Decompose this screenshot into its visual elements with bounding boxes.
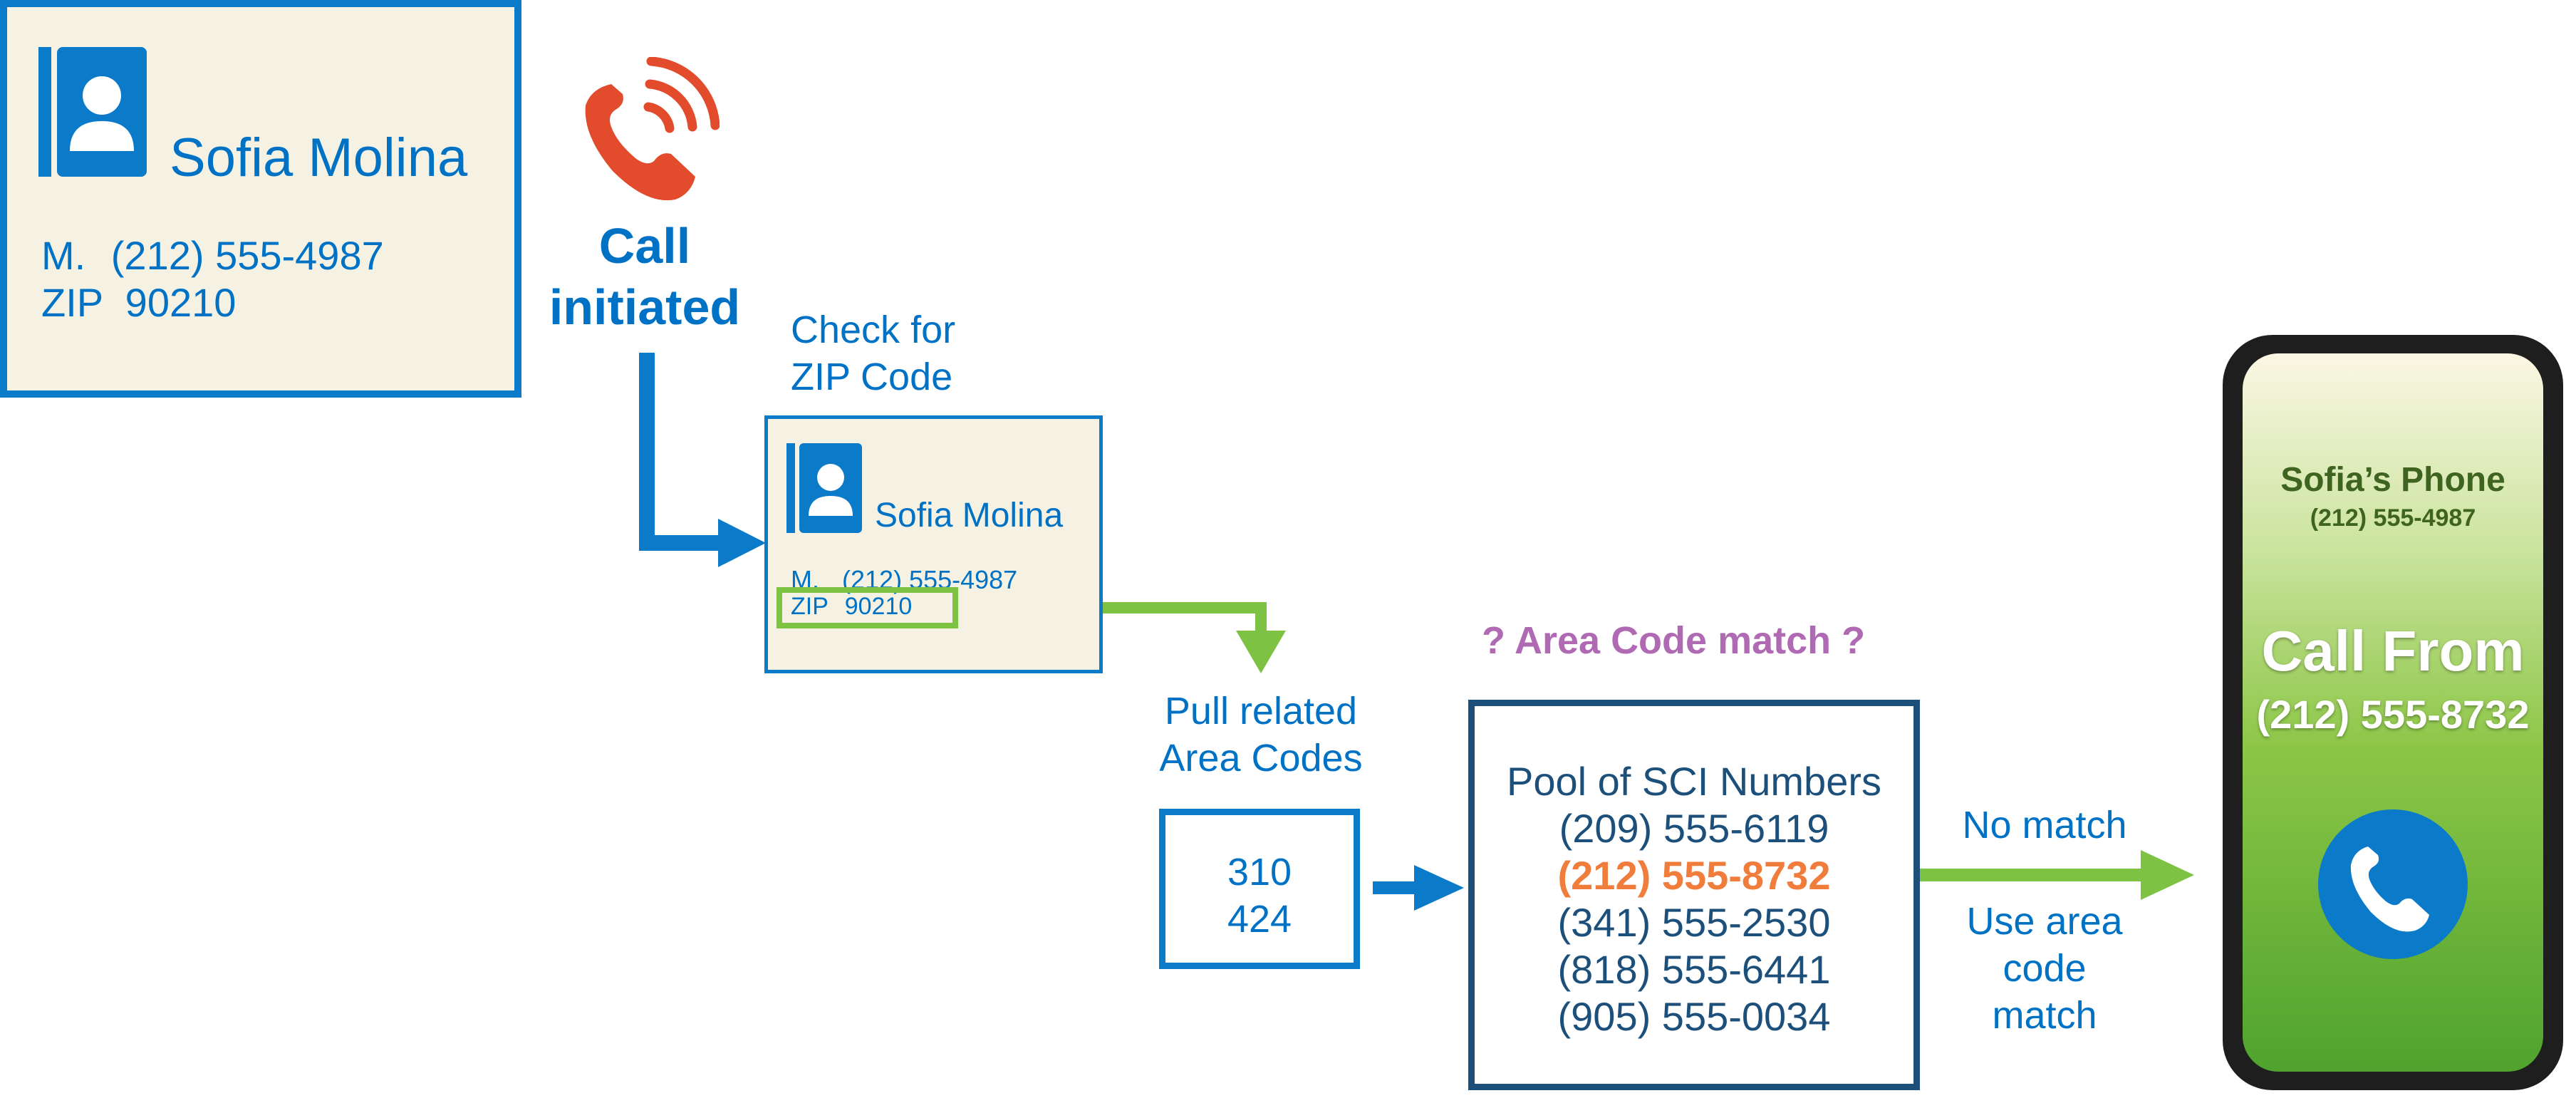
sci-pool-box: Pool of SCI Numbers (209) 555-6119 (212)… xyxy=(1468,700,1920,1090)
phone-owner: Sofia’s Phone xyxy=(2280,461,2505,499)
small-contact-card: Sofia Molina M. (212) 555-4987 ZIP 90210 xyxy=(764,415,1103,673)
arrow-pool-to-phone-head xyxy=(2141,850,2194,900)
area-codes-box: 310 424 xyxy=(1159,809,1360,969)
small-contact-zip-row: ZIP 90210 xyxy=(791,593,912,621)
phone-owner-number: (212) 555-4987 xyxy=(2310,504,2476,532)
phone-handset-icon xyxy=(2350,846,2429,932)
contact-zip-row: ZIP 90210 xyxy=(41,279,236,326)
call-initiated-line2: initiated xyxy=(549,279,741,335)
sci-number-match: (212) 555-8732 xyxy=(1557,853,1831,898)
pull-codes-label: Pull related Area Codes xyxy=(1126,688,1396,782)
use-area-line2: code xyxy=(2003,947,2087,990)
no-match-label: No match xyxy=(1962,804,2127,846)
zip-value: 90210 xyxy=(125,280,237,325)
phone-ringing-icon xyxy=(585,57,720,201)
area-code-item: 310 xyxy=(1227,851,1292,894)
contact-book-icon xyxy=(38,47,147,177)
call-initiated-label: Call initiated xyxy=(527,215,762,338)
caller-number: (212) 555-8732 xyxy=(2256,692,2530,737)
arrow-zip-to-pull-head xyxy=(1236,631,1286,673)
check-zip-line1: Check for xyxy=(791,309,956,351)
answer-call-button[interactable] xyxy=(2318,809,2468,959)
mobile-label: M. xyxy=(41,233,86,278)
zip-highlight-box xyxy=(777,587,958,628)
contact-name: Sofia Molina xyxy=(170,128,468,188)
phone-device: Sofia’s Phone (212) 555-4987 Call From (… xyxy=(2223,335,2563,1090)
pull-codes-line1: Pull related xyxy=(1164,690,1358,732)
check-zip-line2: ZIP Code xyxy=(791,356,953,398)
sci-number: (209) 555-6119 xyxy=(1559,806,1829,851)
area-code-match-heading: ? Area Code match ? xyxy=(1482,619,1866,662)
call-initiated-line1: Call xyxy=(598,218,691,274)
sci-number: (341) 555-2530 xyxy=(1557,900,1831,945)
small-zip-value: 90210 xyxy=(844,593,913,620)
sci-number: (818) 555-6441 xyxy=(1557,947,1831,992)
use-area-label: Use area code match xyxy=(1916,898,2173,1039)
mobile-number: (212) 555-4987 xyxy=(110,233,384,278)
arrow-codes-to-pool-head xyxy=(1414,865,1464,911)
small-zip-label: ZIP xyxy=(791,593,829,620)
contact-card: Sofia Molina M. (212) 555-4987 ZIP 90210 xyxy=(0,0,521,398)
contact-book-icon-small xyxy=(786,443,862,533)
check-zip-label: Check for ZIP Code xyxy=(791,306,955,400)
use-area-line3: match xyxy=(1992,994,2097,1037)
arrow-call-to-card xyxy=(639,353,720,551)
area-code-item: 424 xyxy=(1227,898,1292,941)
arrow-call-to-card-head xyxy=(718,519,766,567)
zip-label: ZIP xyxy=(41,280,103,325)
use-area-line1: Use area xyxy=(1966,900,2123,943)
sci-number: (905) 555-0034 xyxy=(1557,994,1831,1039)
sci-pool-title: Pool of SCI Numbers xyxy=(1507,759,1881,804)
call-from-label: Call From xyxy=(2261,619,2525,683)
pull-codes-line2: Area Codes xyxy=(1159,737,1363,780)
small-contact-name: Sofia Molina xyxy=(875,497,1064,534)
phone-screen: Sofia’s Phone (212) 555-4987 Call From (… xyxy=(2243,353,2543,1072)
contact-mobile-row: M. (212) 555-4987 xyxy=(41,232,384,279)
